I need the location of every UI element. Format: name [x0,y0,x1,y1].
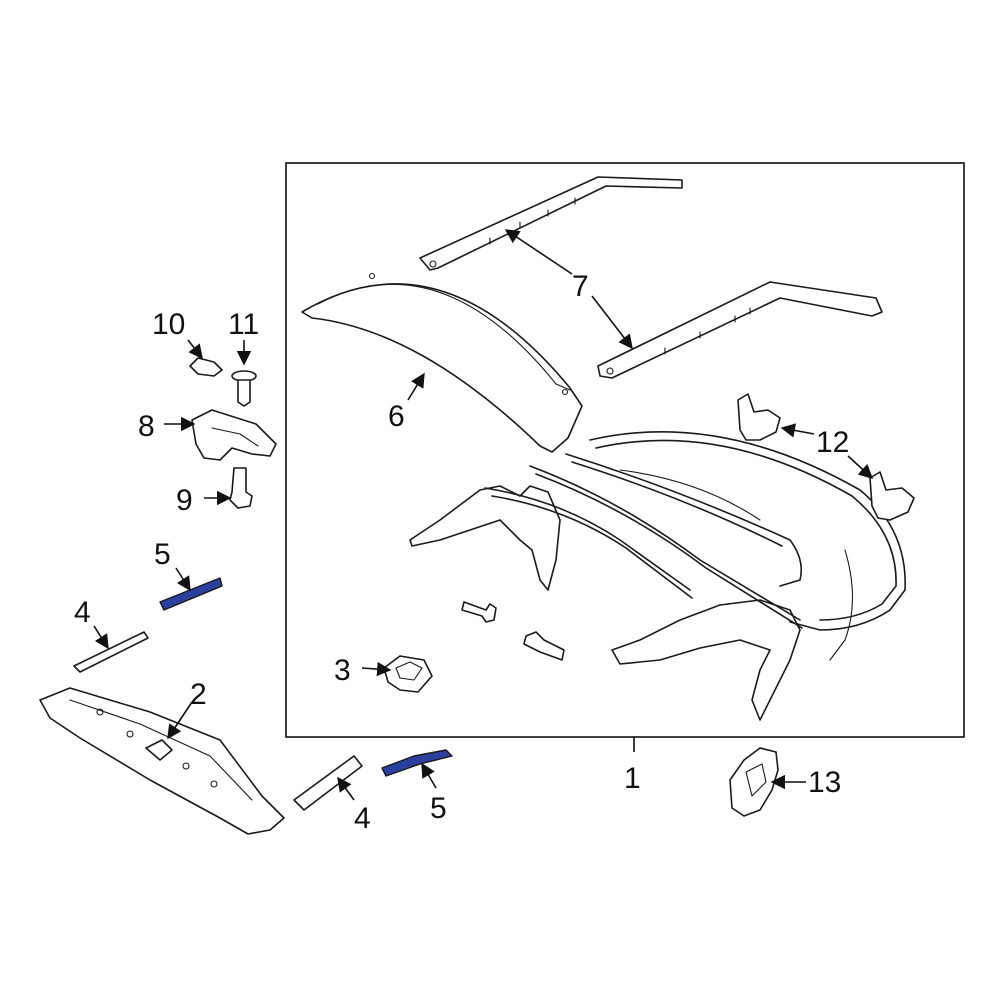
callout-3-arrow [361,661,392,677]
callout-5b-arrow [421,762,437,789]
callout-9-label: 9 [176,484,193,517]
callout-4b-arrow [337,776,355,801]
callout-7-label: 7 [572,270,589,303]
part-5-seal-upper [159,577,223,611]
part-11-screw [231,370,257,407]
callout-5a-label: 5 [154,538,171,571]
callout-3-label: 3 [334,654,351,687]
part-9-bolt [229,467,253,509]
bolt-b [523,631,565,661]
part-8-mount-bracket [191,409,277,461]
bolt-a [461,601,497,623]
part-3-bracket [383,655,433,693]
callout-7-arrow-b [591,295,633,350]
callout-6-label: 6 [388,400,405,433]
callout-12-arrow-b [847,455,874,479]
callout-4b-label: 4 [354,802,371,835]
part-5-seal-lower [381,749,453,777]
callout-5b-label: 5 [430,792,447,825]
callout-11-label: 11 [228,308,259,341]
callout-8-label: 8 [138,410,155,443]
callout-13-label: 13 [808,766,841,799]
part-6-top-panel [301,272,583,453]
callout-7-arrow-a [504,229,573,275]
callout-12-arrow-a [780,423,815,438]
part-4-strip-lower [293,755,363,811]
assembly-frame-box [285,162,965,738]
callout-4a-label: 4 [74,596,91,629]
callout-5a-arrow [175,567,191,592]
part-7-trim-rail-rear [419,176,683,271]
callout-10-arrow [187,339,203,360]
part-2-rear-rail [39,687,285,835]
part-4-strip-upper [73,631,149,673]
callout-4a-arrow [93,625,109,650]
part-10-clip [189,357,223,377]
callout-2-label: 2 [190,678,207,711]
part-12-clip-upper [737,393,781,441]
callout-12-label: 12 [816,426,849,459]
part-13-latch [729,747,779,817]
part-7-trim-rail-front [597,281,883,379]
part-1-roof-frame [409,431,906,721]
callout-6-arrow [407,372,425,401]
part-12-clip-lower [869,471,915,521]
callout-10-label: 10 [152,308,185,341]
callout-2-arrow [167,701,193,740]
callout-1-label: 1 [624,762,641,795]
